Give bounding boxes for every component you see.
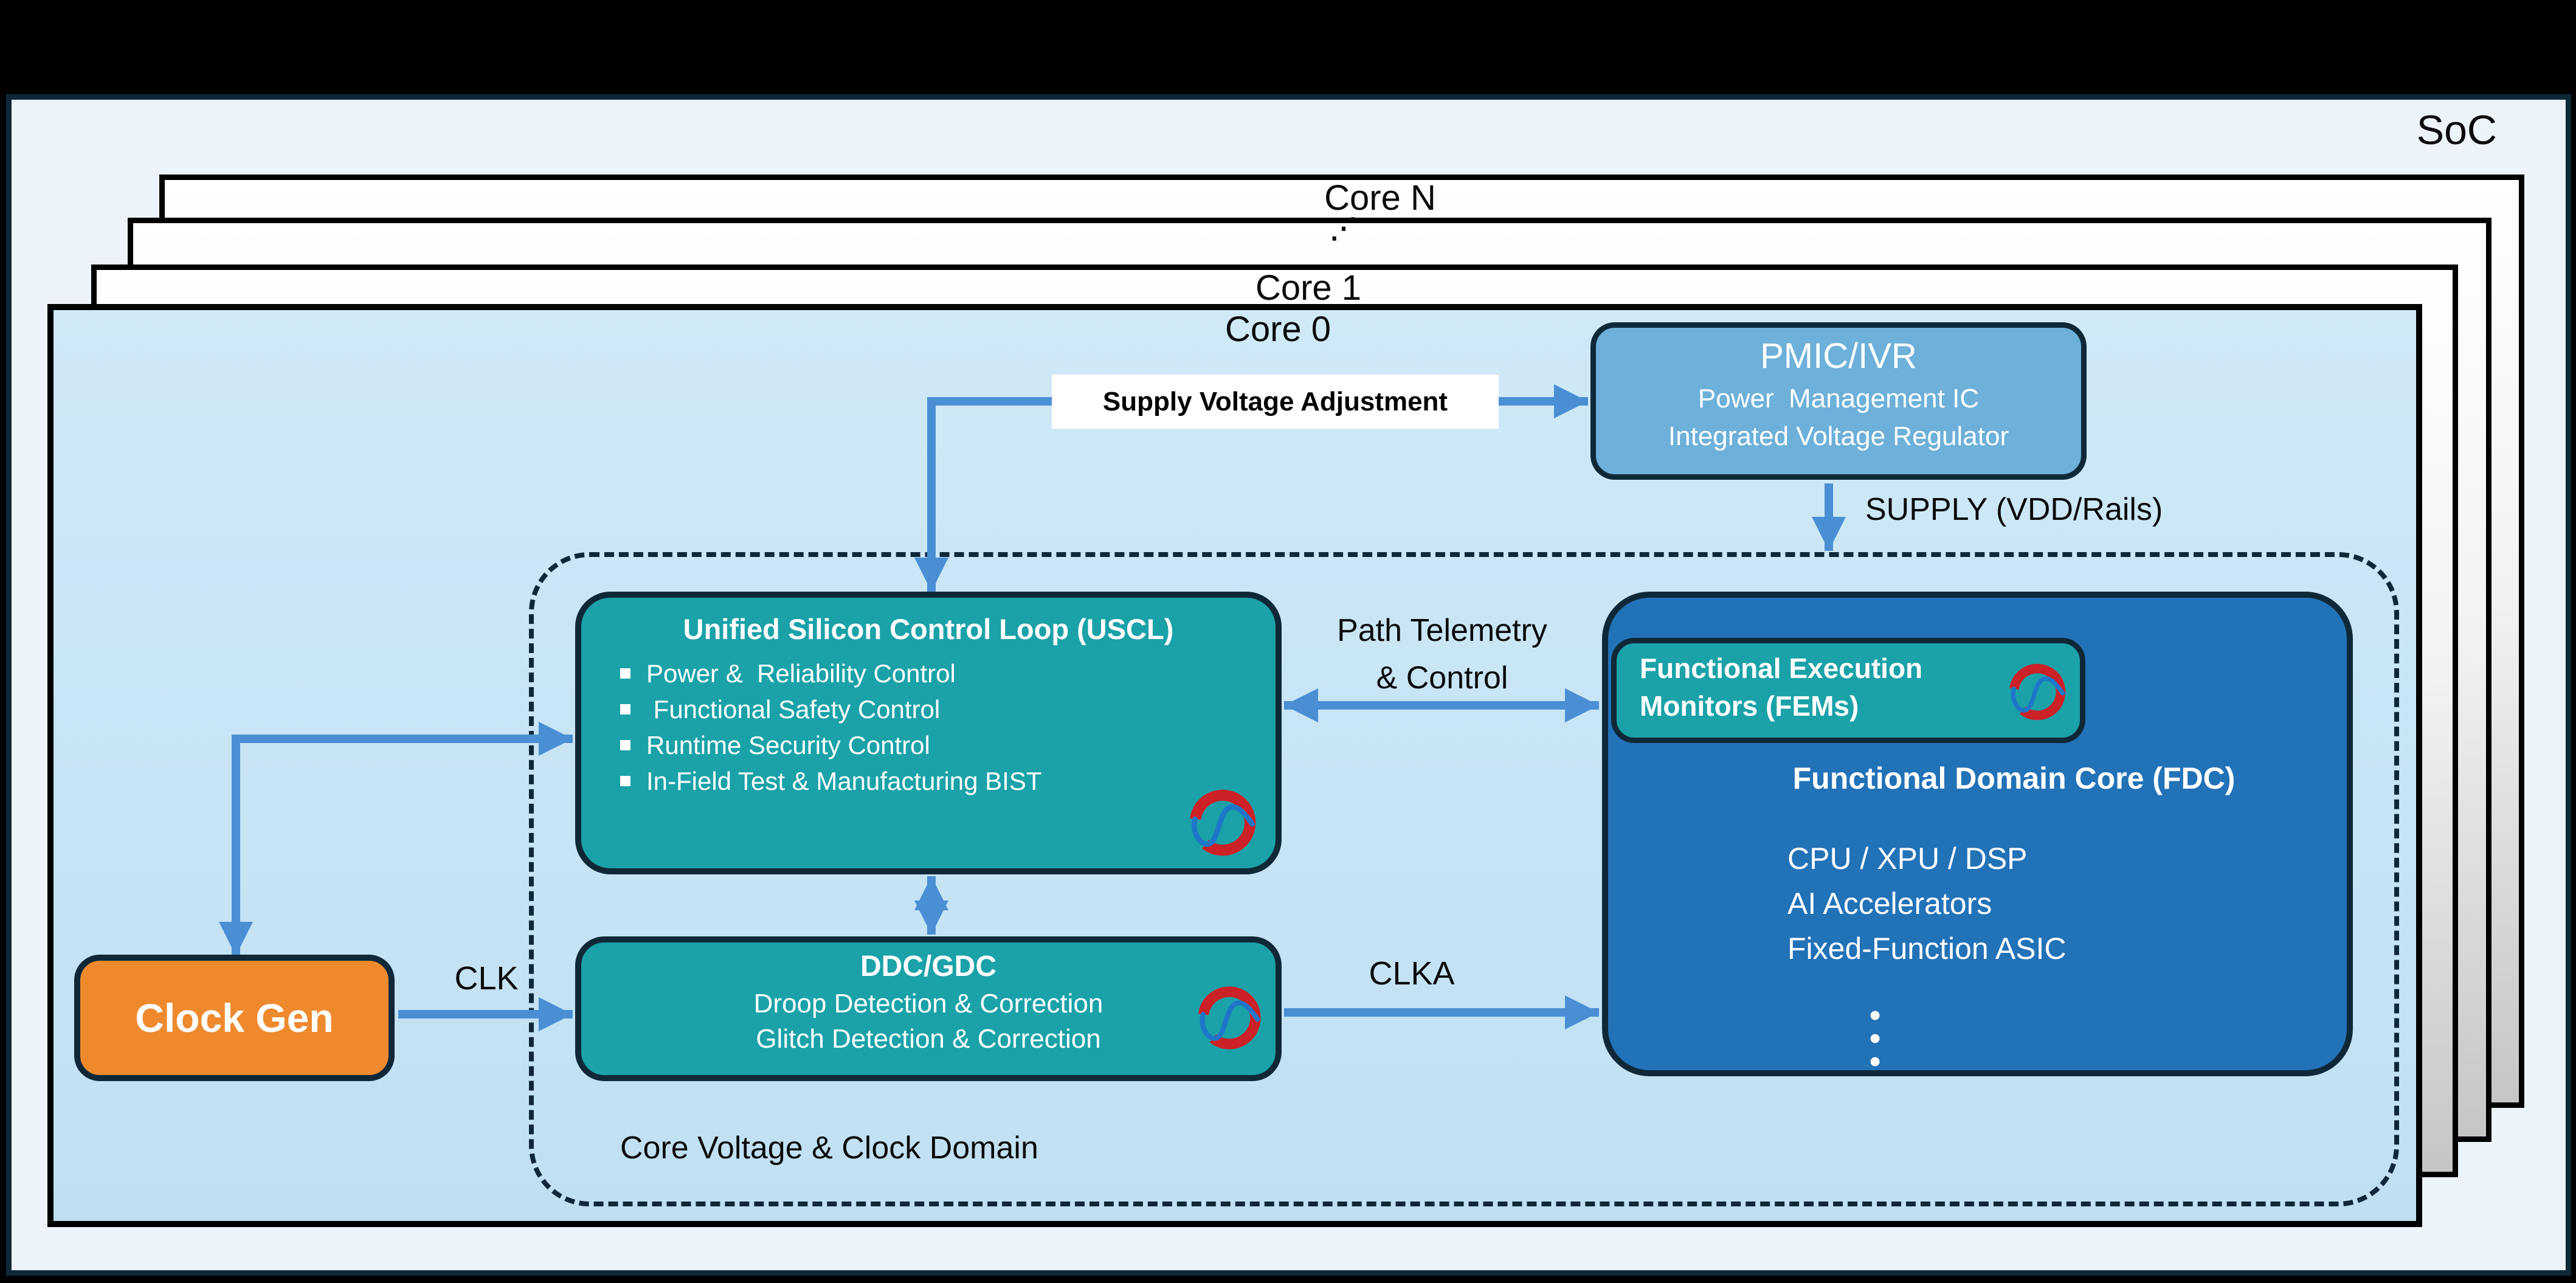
clock-gen-box: Clock Gen xyxy=(74,955,395,1081)
supply-voltage-adjustment-label: Supply Voltage Adjustment xyxy=(1052,375,1499,429)
fdc-title: Functional Domain Core (FDC) xyxy=(1792,761,2236,795)
uscl-bullet-text: Runtime Security Control xyxy=(646,730,930,759)
uscl-bullet-row: Power & Reliability Control xyxy=(620,655,1276,691)
core-0-label: Core 0 xyxy=(1224,310,1331,349)
fems-title-line2: Monitors (FEMs) xyxy=(1640,690,1859,722)
fdc-ellipsis-dot: • xyxy=(1870,998,1881,1033)
fems-box: Functional Execution Monitors (FEMs) xyxy=(1611,638,2085,743)
uscl-bullet-text: In-Field Test & Manufacturing BIST xyxy=(646,766,1042,795)
path-telemetry-label: Path Telemetry & Control xyxy=(1337,607,1547,702)
fdc-item: Fixed-Function ASIC xyxy=(1787,932,2067,966)
uscl-title: Unified Silicon Control Loop (USCL) xyxy=(683,613,1174,645)
fdc-ellipsis: • • • xyxy=(1870,998,1881,1079)
fdc-item: CPU / XPU / DSP xyxy=(1787,842,2028,876)
uscl-bullet-text: Functional Safety Control xyxy=(646,694,941,724)
pmic-title: PMIC/IVR xyxy=(1760,336,1917,376)
clk-label: CLK xyxy=(454,960,519,997)
core-n-label: Core N xyxy=(1324,178,1436,218)
sine-ring-logo-icon xyxy=(2009,663,2066,721)
core-1-label: Core 1 xyxy=(1255,268,1362,308)
ddc-gdc-box: DDC/GDC Droop Detection & Correction Gli… xyxy=(575,936,1282,1081)
pmic-subtitle-1: Power Management IC xyxy=(1697,384,1980,413)
uscl-bullet-row: Functional Safety Control xyxy=(620,691,1276,727)
cores-ellipsis: ⋰ xyxy=(1330,212,1360,244)
pmic-subtitle-2: Integrated Voltage Regulator xyxy=(1668,421,2009,451)
core-voltage-clock-domain-label: Core Voltage & Clock Domain xyxy=(620,1130,1038,1166)
uscl-bullet-text: Power & Reliability Control xyxy=(646,659,956,688)
sine-ring-logo-icon xyxy=(1198,986,1261,1050)
fdc-ellipsis-dot: • xyxy=(1870,1044,1881,1079)
uscl-bullet-list: Power & Reliability Control Functional S… xyxy=(581,655,1276,799)
path-telemetry-line2: & Control xyxy=(1376,660,1508,696)
uscl-box: Unified Silicon Control Loop (USCL) Powe… xyxy=(575,592,1282,874)
clka-label: CLKA xyxy=(1369,955,1455,992)
clock-gen-label: Clock Gen xyxy=(135,995,334,1040)
fdc-item-list: CPU / XPU / DSP AI Accelerators Fixed-Fu… xyxy=(1787,836,2067,971)
pmic-ivr-box: PMIC/IVR Power Management IC Integrated … xyxy=(1590,322,2087,480)
sine-ring-logo-icon xyxy=(1189,789,1256,856)
soc-title: SoC xyxy=(2416,107,2497,153)
fdc-ellipsis-dot: • xyxy=(1870,1021,1881,1056)
bullet-square-icon xyxy=(620,776,630,786)
fems-title-line1: Functional Execution xyxy=(1640,652,1923,684)
ddc-subtitle-1: Droop Detection & Correction xyxy=(753,989,1103,1018)
path-telemetry-line1: Path Telemetry xyxy=(1337,613,1547,648)
ddc-subtitle-2: Glitch Detection & Correction xyxy=(756,1024,1101,1054)
fdc-item: AI Accelerators xyxy=(1787,887,1992,921)
ddc-title: DDC/GDC xyxy=(860,950,996,983)
uscl-bullet-row: In-Field Test & Manufacturing BIST xyxy=(620,763,1276,799)
bullet-square-icon xyxy=(620,668,630,679)
core-voltage-clock-domain-boundary xyxy=(529,552,2399,1206)
uscl-bullet-row: Runtime Security Control xyxy=(620,727,1276,763)
bullet-square-icon xyxy=(620,704,630,714)
supply-voltage-adjustment-text: Supply Voltage Adjustment xyxy=(1102,386,1448,417)
supply-rails-label: SUPPLY (VDD/Rails) xyxy=(1865,492,2163,527)
bullet-square-icon xyxy=(620,740,630,750)
fems-title: Functional Execution Monitors (FEMs) xyxy=(1640,649,1922,725)
